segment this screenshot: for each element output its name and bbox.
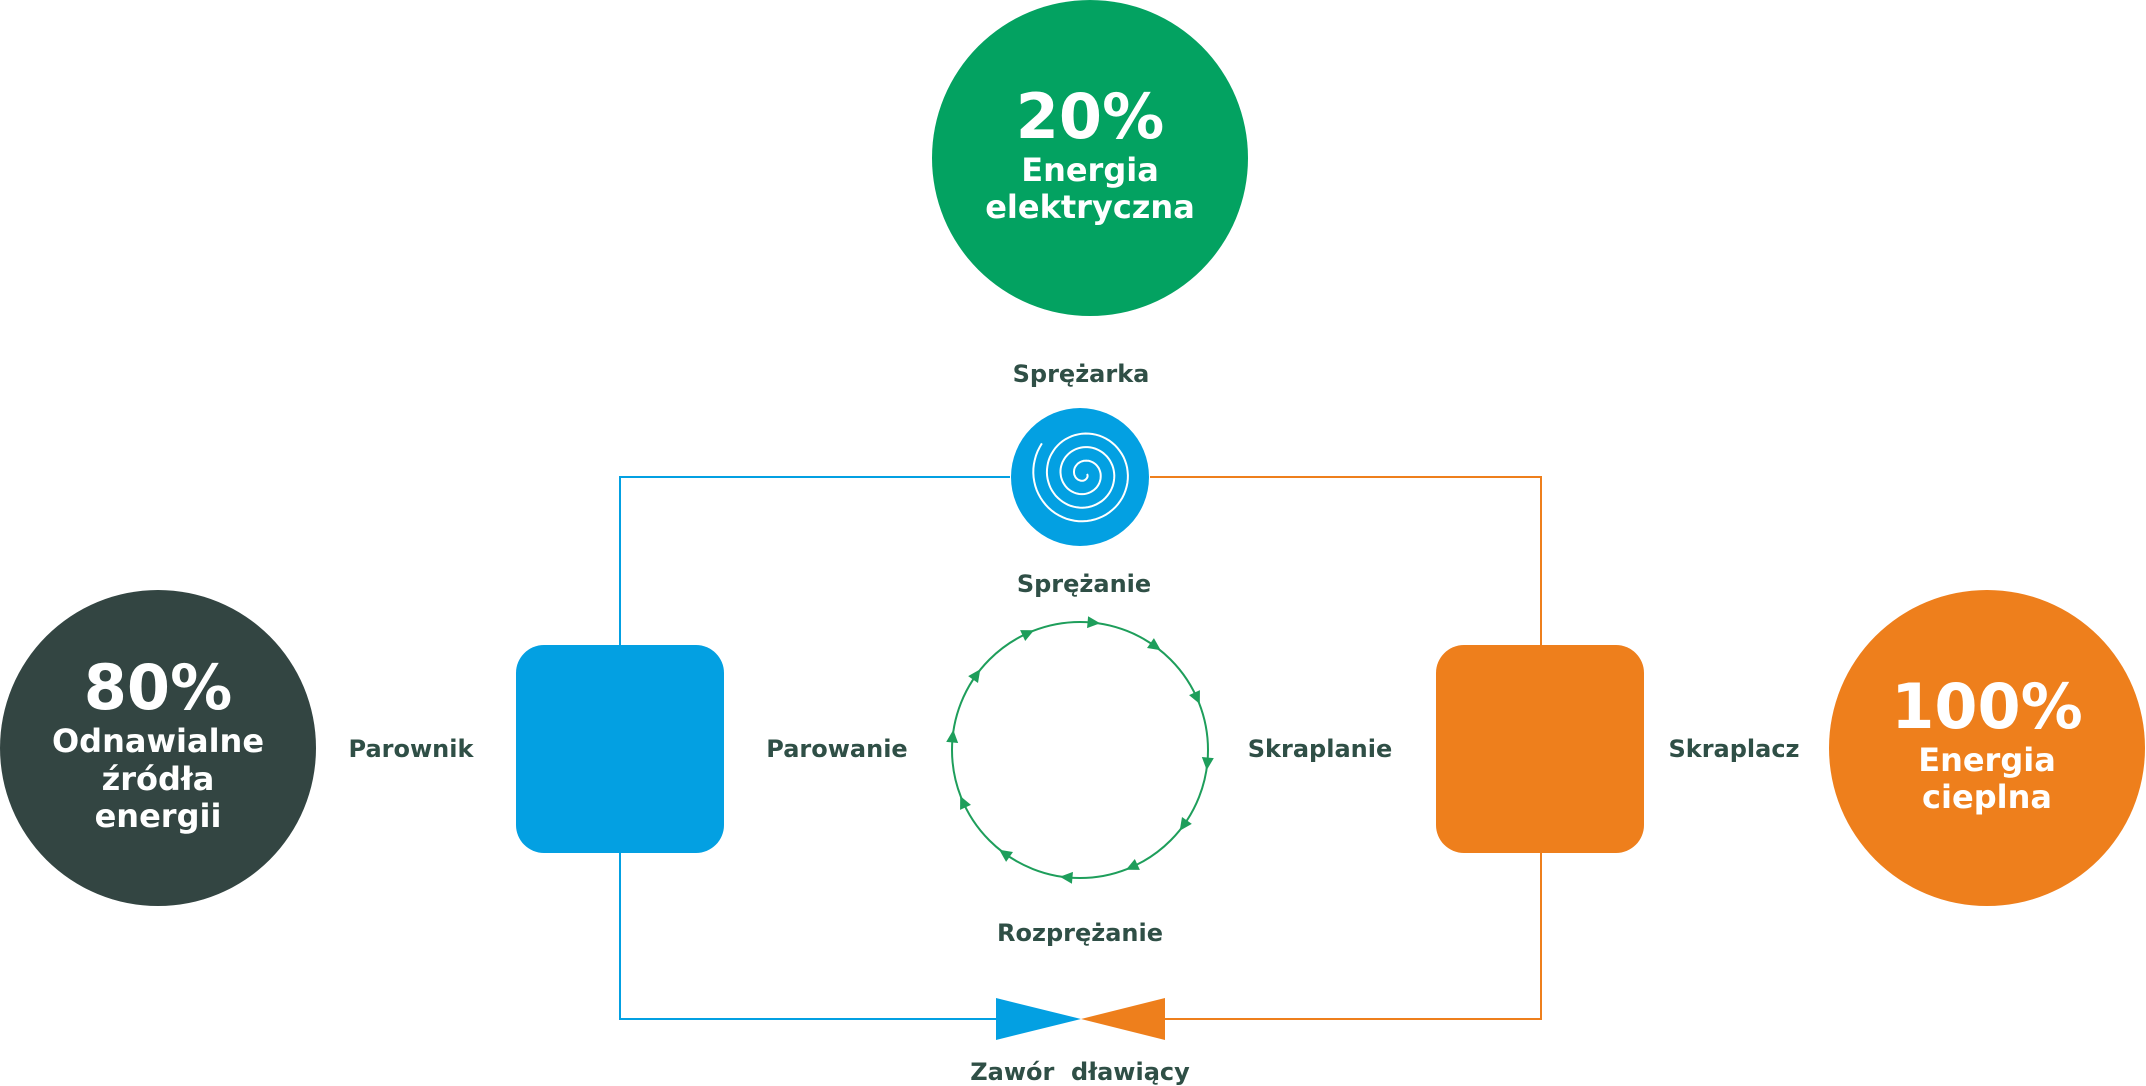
cold-pipe-bottom: [619, 850, 996, 1020]
thermal-label-line1: Energia: [1918, 741, 2056, 779]
cycle-arrowhead: [1020, 630, 1035, 641]
thermal-energy-circle: 100% Energia cieplna: [1829, 590, 2145, 906]
electric-label-line2: elektryczna: [985, 188, 1195, 226]
compression-label: Sprężanie: [1017, 570, 1151, 598]
thermal-label-line2: cieplna: [1922, 778, 2052, 816]
circular-arrows-icon: [946, 616, 1214, 884]
thermal-percent: 100%: [1891, 670, 2083, 743]
expansion-label: Rozprężanie: [997, 919, 1163, 947]
pipes: [619, 476, 1542, 1020]
cold-pipe-top: [619, 476, 1010, 645]
hot-pipe-top: [1150, 476, 1542, 645]
condenser-block: [1436, 645, 1644, 853]
renewable-label-line1: Odnawialne: [52, 722, 264, 760]
renewable-label-line2: źródła: [102, 760, 215, 798]
evaporator-label: Parownik: [349, 735, 475, 763]
cycle-arrowhead: [1059, 871, 1073, 884]
valve-label: Zawór dławiący: [970, 1058, 1190, 1086]
condensation-label: Skraplanie: [1248, 735, 1392, 763]
cycle-arrowhead: [1189, 690, 1200, 705]
electric-percent: 20%: [1016, 80, 1164, 153]
evaporator-block: [516, 645, 724, 853]
cycle-arrowhead: [1179, 817, 1192, 831]
cycle-arrowhead: [960, 795, 971, 810]
hot-pipe-bottom: [1165, 850, 1542, 1020]
cycle-arrowhead: [1201, 757, 1214, 771]
renewable-energy-circle: 80% Odnawialne źródła energii: [0, 590, 316, 906]
spiral-icon: [1032, 432, 1129, 523]
evaporation-label: Parowanie: [766, 735, 907, 763]
cycle-arrowhead: [1125, 859, 1140, 870]
cycle-arrowhead: [1087, 616, 1101, 629]
cycle-arrowhead: [999, 849, 1013, 862]
compressor-label: Sprężarka: [1013, 360, 1150, 388]
renewable-percent: 80%: [84, 651, 232, 724]
electric-energy-circle: 20% Energia elektryczna: [932, 0, 1248, 316]
cycle-arrowheads: [946, 616, 1214, 884]
cycle-arrowhead: [968, 669, 981, 683]
bowtie-valve-icon: [996, 998, 1165, 1040]
condenser-label: Skraplacz: [1668, 735, 1799, 763]
cycle-arrowhead: [1147, 638, 1161, 651]
compressor: [1011, 408, 1149, 546]
renewable-label-line3: energii: [95, 797, 222, 835]
cycle-arrowhead: [946, 729, 959, 743]
electric-label-line1: Energia: [1021, 151, 1159, 189]
